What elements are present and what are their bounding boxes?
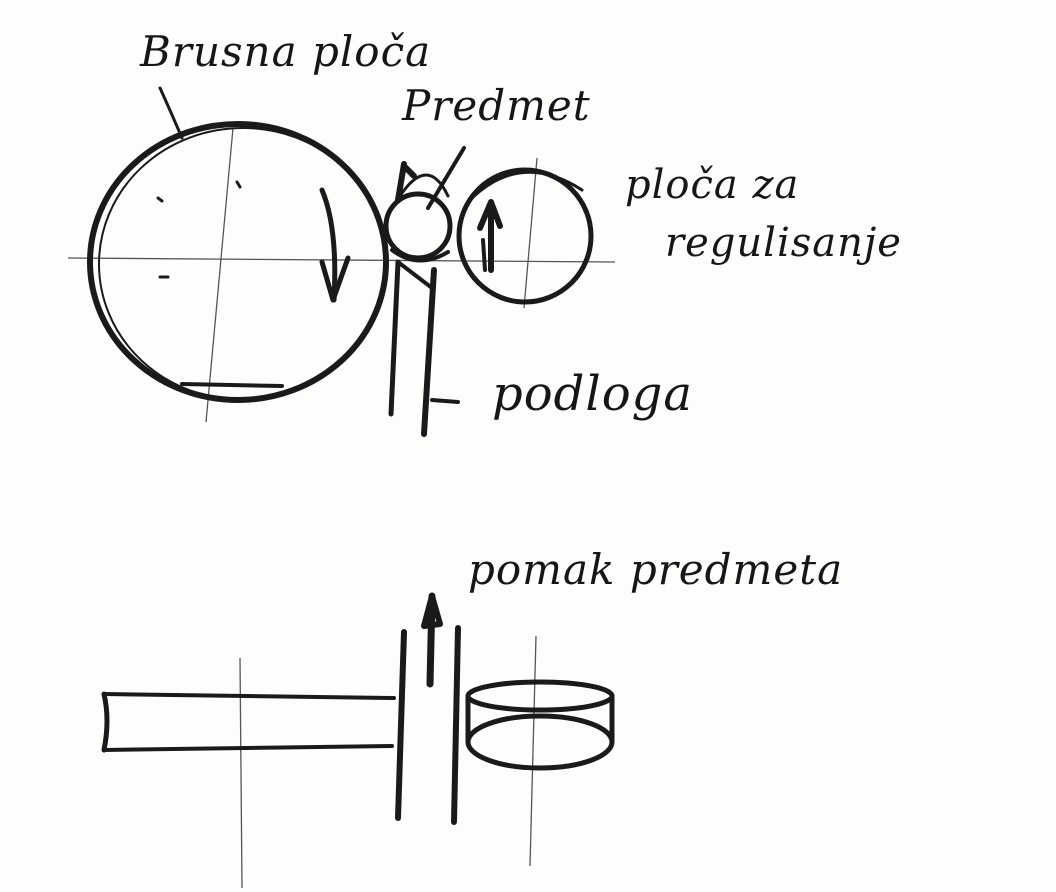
regulating-wheel-label-line2: regulisanje	[665, 220, 902, 266]
workpiece-pointer-line	[426, 146, 466, 210]
regulating-wheel-label-line1: ploča za	[625, 162, 799, 208]
regulating-wheel-arrowhead	[477, 199, 503, 231]
work-rest-top-bevel	[396, 260, 434, 290]
grinding-wheel-side	[101, 691, 396, 753]
workpiece-bottom-shadow	[390, 248, 450, 263]
grinding-wheel-leader-line	[158, 86, 184, 140]
workpiece-label: Predmet	[401, 81, 591, 130]
work-rest-right-edge	[421, 267, 437, 437]
grinding-wheel-label: Brusna ploča	[139, 27, 431, 76]
feed-plate-left	[395, 629, 407, 821]
workpiece-feed-label: pomak predmeta	[468, 545, 843, 594]
grinding-wheel-base-stroke	[180, 382, 284, 388]
work-rest-left-edge	[388, 259, 401, 417]
horizontal-center-line	[67, 257, 616, 263]
regulating-wheel-inner-stroke	[481, 238, 487, 272]
top-view: Brusna ploča Predmet ploča za regulisanj…	[67, 27, 902, 437]
grinding-wheel	[87, 121, 389, 403]
workpiece-outline	[383, 191, 453, 261]
work-rest-pointer-line	[430, 398, 460, 404]
tick-mark	[235, 180, 242, 189]
regulating-wheel-side	[465, 679, 615, 771]
regulating-wheel	[456, 167, 594, 305]
feed-direction-arrowhead	[421, 593, 443, 629]
tick-mark	[156, 196, 164, 203]
regulating-wheel-outer-arc	[468, 170, 584, 202]
grinding-wheel-outline-stroke	[98, 127, 388, 401]
grinding-wheel-arrowhead	[319, 255, 351, 303]
workpiece-rotation-arrowhead	[395, 161, 417, 203]
regulating-wheel-outline	[456, 167, 594, 305]
side-view-right-vertical-line	[529, 635, 537, 867]
grinding-wheel-side-top-edge	[102, 692, 396, 700]
feed-direction-arrow	[426, 592, 436, 688]
work-rest-label: podloga	[492, 366, 693, 422]
regulating-wheel-side-bottom	[465, 713, 615, 771]
workpiece-top-arc	[398, 173, 450, 198]
grinding-wheel-side-left-end	[101, 691, 110, 753]
regulating-wheel-side-top	[465, 679, 615, 713]
feed-plate-right	[451, 625, 461, 825]
side-view-left-vertical-line	[239, 657, 243, 889]
regulating-wheel-vertical-center-line	[523, 157, 538, 309]
workpiece	[383, 146, 466, 263]
grinding-wheel-vertical-center-line	[205, 127, 234, 423]
side-view: pomak predmeta	[101, 545, 843, 889]
grinding-wheel-rotation-arrow	[319, 187, 338, 303]
grinding-wheel-side-bottom-edge	[102, 744, 394, 752]
work-rest	[388, 259, 460, 437]
